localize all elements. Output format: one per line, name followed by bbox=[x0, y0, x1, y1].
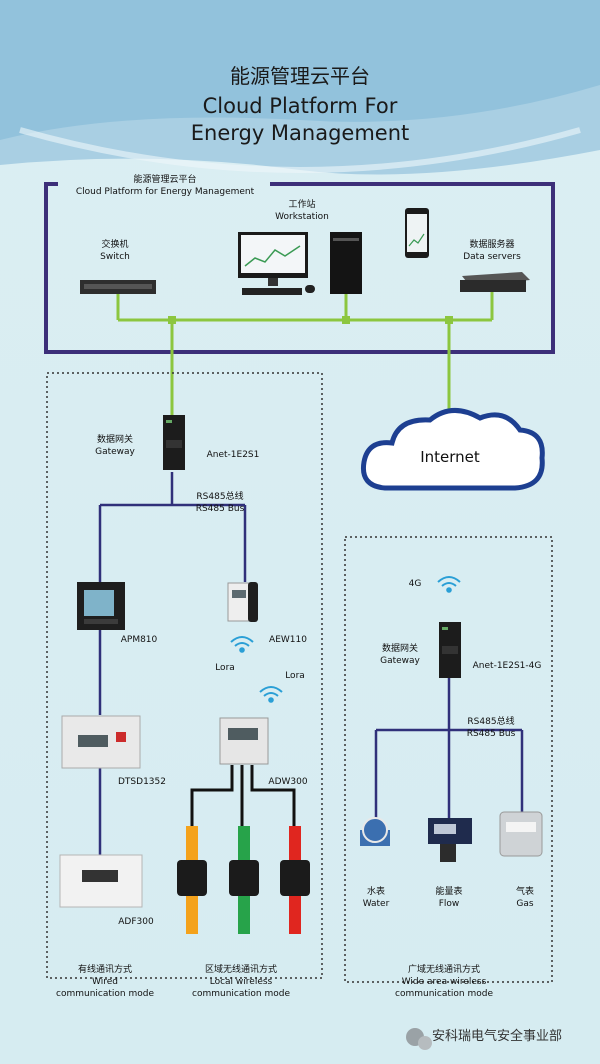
local-mode-caption: 区域无线通讯方式 Local wireless communication mo… bbox=[186, 964, 296, 1000]
bus-label-en: RS485 Bus bbox=[195, 504, 245, 514]
gas-label: 气表 Gas bbox=[505, 886, 545, 910]
gas-label-en: Gas bbox=[516, 899, 534, 909]
local-mode-en1: Local wireless bbox=[209, 977, 273, 987]
gateway-4g-label: 数据网关 Gateway bbox=[368, 643, 432, 667]
flow-label-en: Flow bbox=[438, 899, 460, 909]
title-en-line1: Cloud Platform For bbox=[202, 94, 398, 118]
workstation-tower bbox=[330, 232, 362, 294]
bus-label-zh: RS485总线 bbox=[196, 492, 244, 502]
wifi-icon-aew bbox=[230, 636, 254, 653]
lora-label-2: Lora bbox=[285, 671, 305, 681]
bus-label: RS485总线 RS485 Bus bbox=[180, 491, 260, 515]
gateway-label-en: Gateway bbox=[95, 447, 135, 457]
flow-label-zh: 能量表 bbox=[435, 887, 463, 897]
apm-label: APM810 bbox=[120, 635, 158, 645]
gateway-label: 数据网关 Gateway bbox=[80, 434, 150, 458]
apm810-meter bbox=[77, 582, 125, 630]
water-label: 水表 Water bbox=[356, 886, 396, 910]
header-swoosh bbox=[19, 127, 581, 173]
platform-label-zh: 能源管理云平台 bbox=[133, 175, 197, 185]
title-zh: 能源管理云平台 bbox=[230, 64, 370, 88]
wired-mode-en1: Wired bbox=[92, 977, 118, 987]
servers-label-en: Data servers bbox=[463, 252, 521, 262]
dtsd1352-meter bbox=[61, 715, 141, 769]
aew110-meter bbox=[227, 582, 258, 622]
wide-mode-en2: communication mode bbox=[395, 989, 493, 999]
g4-label: 4G bbox=[408, 579, 422, 589]
local-mode-zh: 区域无线通讯方式 bbox=[204, 965, 277, 975]
water-label-en: Water bbox=[362, 899, 390, 909]
switch-label: 交换机 Switch bbox=[80, 239, 150, 263]
server-device bbox=[460, 272, 530, 292]
workstation-label-en: Workstation bbox=[275, 212, 329, 222]
ct-cable-c bbox=[250, 765, 296, 830]
platform-label: 能源管理云平台 Cloud Platform for Energy Manage… bbox=[60, 174, 270, 198]
wired-mode-zh: 有线通讯方式 bbox=[77, 965, 132, 975]
wide-mode-en1: Wide area wireless bbox=[401, 977, 487, 987]
servers-label-zh: 数据服务器 bbox=[469, 240, 515, 250]
local-mode-en2: communication mode bbox=[192, 989, 290, 999]
workstation-label: 工作站 Workstation bbox=[262, 199, 342, 223]
ct-cable-a bbox=[190, 765, 234, 830]
title-en-line2: Energy Management bbox=[190, 121, 410, 145]
phone-device bbox=[405, 208, 429, 258]
watermark-text: 安科瑞电气安全事业部 bbox=[432, 1029, 563, 1044]
monitor-device bbox=[238, 232, 315, 295]
gateway-device bbox=[163, 415, 185, 470]
switch-label-en: Switch bbox=[100, 252, 130, 262]
workstation-label-zh: 工作站 bbox=[288, 200, 316, 210]
lora-label-1: Lora bbox=[215, 663, 235, 673]
adw300-meter bbox=[219, 717, 269, 765]
ct-sensor-c bbox=[280, 860, 310, 896]
bus-4g-label: RS485总线 RS485 Bus bbox=[456, 716, 526, 740]
platform-frame bbox=[44, 182, 555, 354]
servers-label: 数据服务器 Data servers bbox=[452, 239, 532, 263]
node-1 bbox=[168, 316, 176, 324]
wide-mode-caption: 广域无线通讯方式 Wide area wireless communicatio… bbox=[388, 964, 500, 1000]
gateway-label-zh: 数据网关 bbox=[96, 435, 133, 445]
switch-label-zh: 交换机 bbox=[101, 240, 129, 250]
internet-cloud bbox=[360, 408, 545, 491]
wired-mode-caption: 有线通讯方式 Wired communication mode bbox=[52, 964, 158, 1000]
bus-4g-label-en: RS485 Bus bbox=[466, 729, 516, 739]
flow-meter bbox=[428, 818, 472, 862]
water-meter bbox=[360, 817, 390, 846]
water-label-zh: 水表 bbox=[366, 887, 385, 897]
internet-label: Internet bbox=[420, 448, 480, 466]
gateway-4g-label-en: Gateway bbox=[380, 656, 420, 666]
wide-mode-zh: 广域无线通讯方式 bbox=[407, 965, 480, 975]
wired-mode-en2: communication mode bbox=[56, 989, 154, 999]
gateway-4g-label-zh: 数据网关 bbox=[381, 644, 418, 654]
node-3 bbox=[445, 316, 453, 324]
wifi-icon-adw bbox=[259, 686, 283, 703]
gateway-4g-device bbox=[439, 622, 461, 678]
gateway-model: Anet-1E2S1 bbox=[206, 450, 260, 460]
adf300-meter bbox=[59, 854, 143, 908]
gas-meter bbox=[499, 811, 543, 857]
bus-4g-label-zh: RS485总线 bbox=[467, 717, 515, 727]
wifi-icon-4g bbox=[437, 576, 461, 593]
wide-region bbox=[344, 536, 553, 983]
adw-label: ADW300 bbox=[268, 777, 308, 787]
dtsd-label: DTSD1352 bbox=[118, 777, 166, 787]
ct-sensor-a bbox=[177, 860, 207, 896]
aew-label: AEW110 bbox=[269, 635, 307, 645]
wechat-logo-icon bbox=[406, 1028, 432, 1050]
gateway-4g-model: Anet-1E2S1-4G bbox=[472, 661, 542, 671]
flow-label: 能量表 Flow bbox=[427, 886, 471, 910]
header-band-dark bbox=[0, 0, 600, 140]
gas-label-zh: 气表 bbox=[515, 887, 534, 897]
adf-label: ADF300 bbox=[118, 917, 154, 927]
ct-sensor-b bbox=[229, 860, 259, 896]
node-2 bbox=[342, 316, 350, 324]
platform-label-en: Cloud Platform for Energy Management bbox=[75, 187, 255, 197]
switch-device bbox=[80, 280, 156, 294]
